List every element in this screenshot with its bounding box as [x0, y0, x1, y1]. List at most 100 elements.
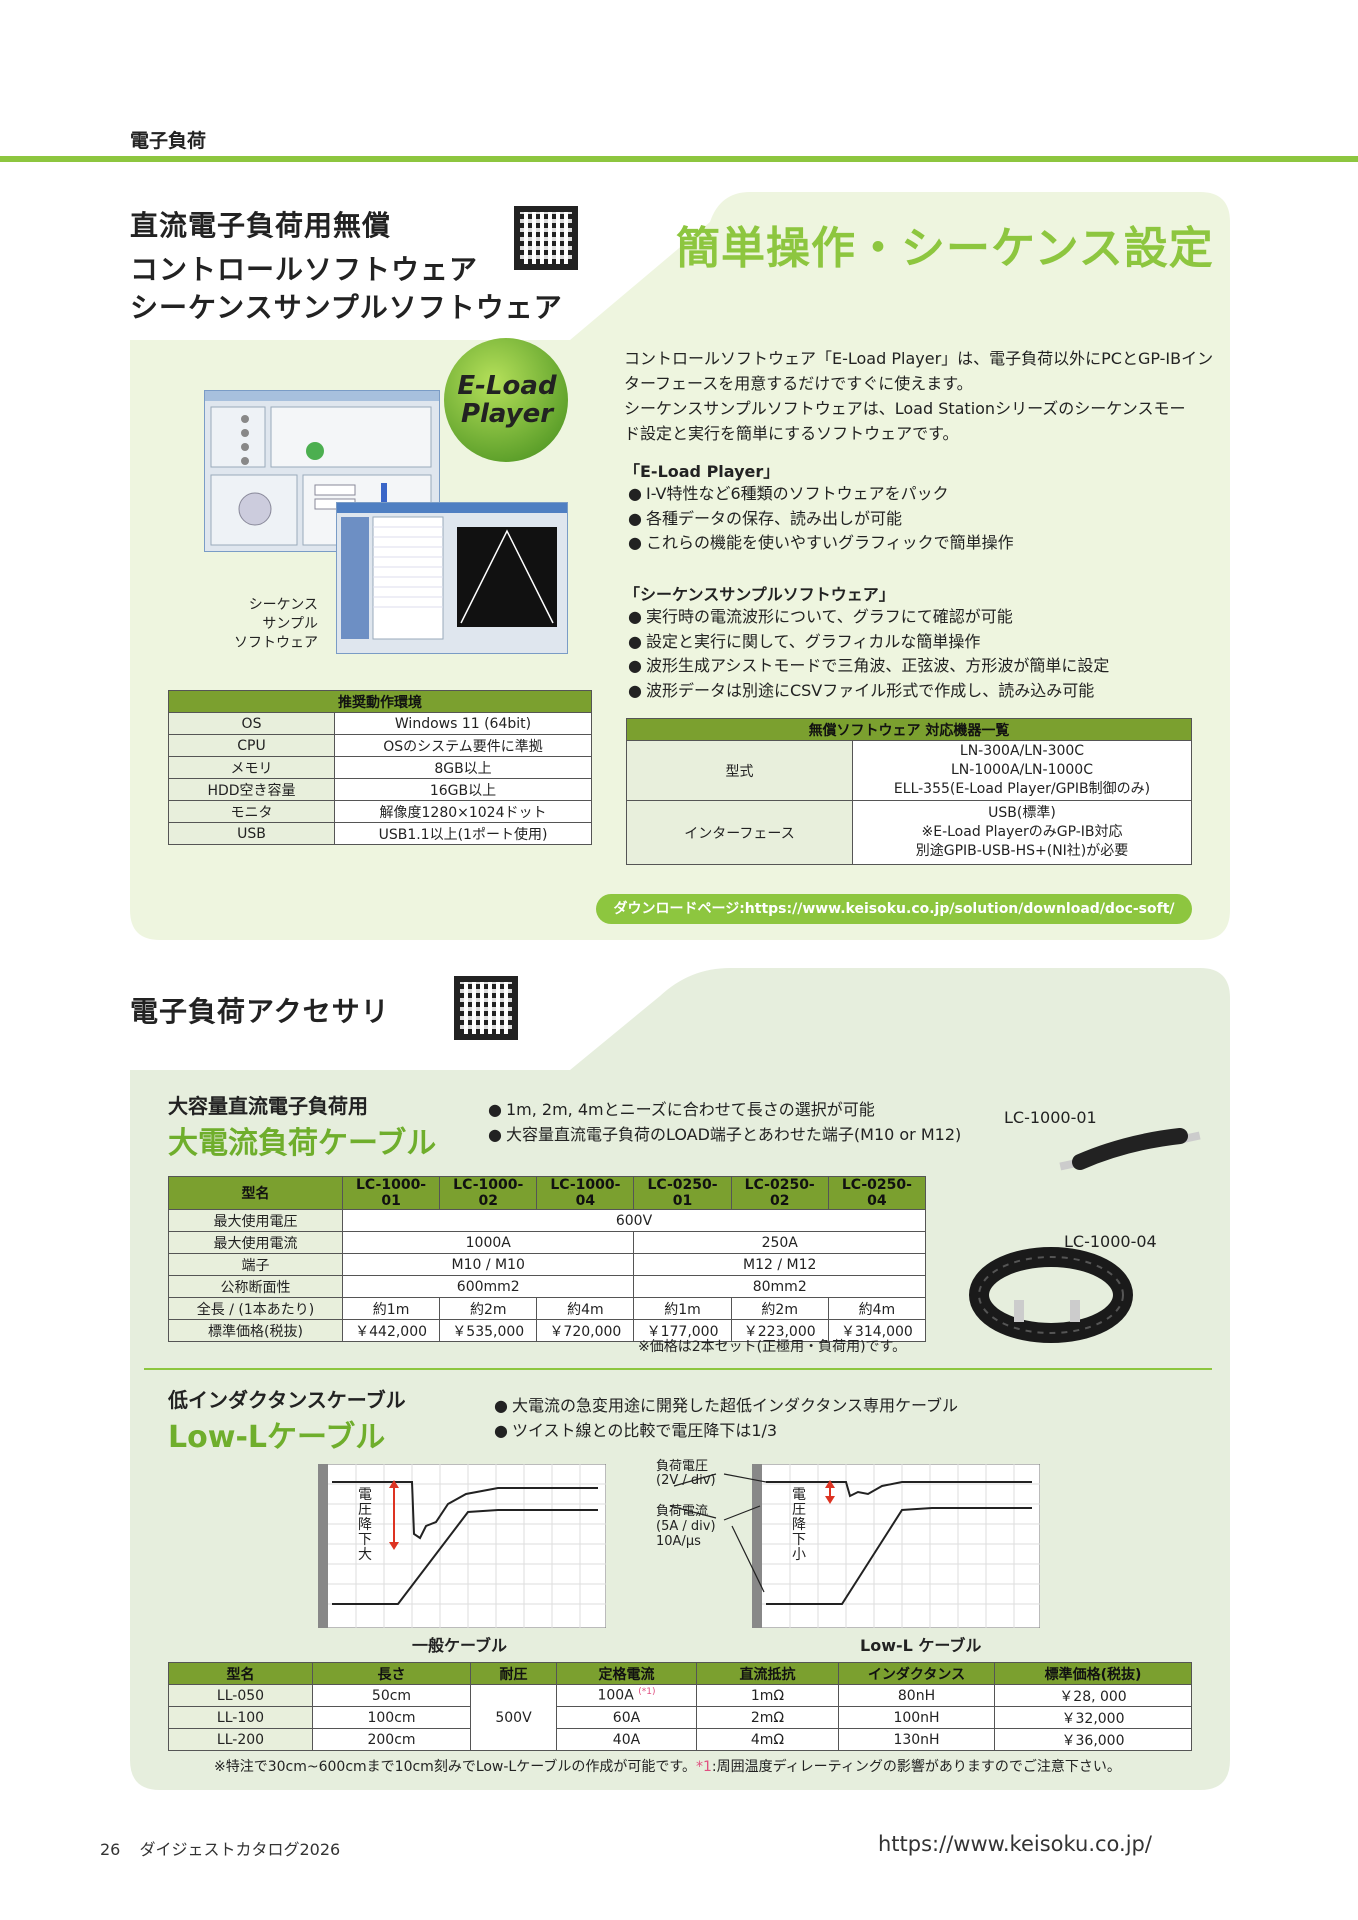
cable-lc-1000-01-image [1059, 1128, 1201, 1171]
eload-player-logo [444, 338, 568, 462]
vert-char: 電 [792, 1487, 806, 1503]
compat-line: USB(標準) [988, 805, 1056, 821]
intro-line: シーケンスサンプルソフトウェアは、Load Stationシリーズのシーケンスモ… [624, 399, 1186, 418]
lowl-col-header: 標準価格(税抜) [994, 1662, 1192, 1685]
lowl-col-header: 耐圧 [470, 1662, 557, 1685]
lowl-note-mark: *1 [696, 1759, 712, 1775]
cable-col-header: LC-0250-01 [633, 1176, 732, 1210]
footer-url[interactable]: https://www.keisoku.co.jp/ [878, 1832, 1152, 1856]
lowl-current-value: 100A [597, 1687, 634, 1704]
qr-code-accessory[interactable] [454, 976, 518, 1040]
cable-col-header: 型名 [168, 1176, 343, 1210]
cable-price: ￥223,000 [730, 1319, 829, 1342]
compat-line: ※E-Load PlayerのみGP-IB対応 [921, 824, 1123, 840]
lowl-model: LL-050 [168, 1684, 313, 1707]
cable-note: ※価格は2本セット(正極用・負荷用)です。 [638, 1339, 907, 1355]
cable-price: ￥177,000 [633, 1319, 732, 1342]
caption-line-3: ソフトウェア [234, 635, 318, 651]
sequence-screenshot [336, 502, 568, 654]
lowl-inductance: 130nH [838, 1728, 995, 1751]
lowl-note-tail: :周囲温度ディレーティングの影響がありますのでご注意下さい。 [711, 1759, 1121, 1775]
lowl-resistance: 4mΩ [696, 1728, 839, 1751]
caption-line-2: サンプル [262, 616, 318, 632]
env-label: メモリ [168, 756, 335, 779]
bullet-item: 設定と実行に関して、グラフィカルな簡単操作 [628, 630, 1109, 655]
env-value: 解像度1280×1024ドット [334, 800, 592, 823]
cable-row-label: 最大使用電圧 [168, 1209, 343, 1232]
env-label: モニタ [168, 800, 335, 823]
compat-table-header: 無償ソフトウェア 対応機器一覧 [626, 718, 1192, 741]
intro-line: ターフェースを用意するだけですぐに使えます。 [624, 374, 973, 393]
lowl-inductance: 80nH [838, 1684, 995, 1707]
vert-char: 降 [792, 1517, 806, 1533]
compat-line: LN-300A/LN-300C [959, 743, 1085, 759]
lowl-note: ※特注で30cm~600cmまで10cm刻みでLow-Lケーブルの作成が可能です… [214, 1756, 1121, 1776]
vert-char: 圧 [792, 1502, 806, 1518]
lowl-voltage: 500V [470, 1684, 557, 1751]
logo-line-1: E-Load [457, 371, 557, 401]
graph-right-label: Low-L ケーブル [860, 1636, 982, 1655]
compat-table: 無償ソフトウェア 対応機器一覧 型式 LN-300A/LN-300C LN-10… [626, 718, 1192, 865]
vert-char: 下 [358, 1532, 372, 1548]
software-title-2: コントロールソフトウェア [130, 253, 479, 286]
graph-general-cable [318, 1464, 606, 1628]
cable-col-header: LC-0250-04 [827, 1176, 927, 1210]
lowl-resistance: 1mΩ [696, 1684, 839, 1707]
software-catch: 簡単操作・シーケンス設定 [676, 223, 1214, 274]
legend-line: 負荷電流 [656, 1504, 709, 1519]
lowl-inductance: 100nH [838, 1706, 995, 1729]
lowl-col-header: 長さ [312, 1662, 471, 1685]
lowl-length: 100cm [312, 1706, 471, 1729]
catalog-name: ダイジェストカタログ2026 [139, 1840, 341, 1859]
software-title-3: シーケンスサンプルソフトウェア [130, 291, 563, 324]
eload-bullets: I-V特性など6種類のソフトウェアをパック 各種データの保存、読み出しが可能 こ… [628, 482, 1014, 556]
cable-row-label: 公称断面性 [168, 1275, 343, 1298]
cable-row-label: 全長 / (1本あたり) [168, 1297, 343, 1320]
lowl-price: ￥32,000 [994, 1706, 1192, 1729]
bullet-item: 波形データは別途にCSVファイル形式で作成し、読み込み可能 [628, 679, 1109, 704]
env-label: HDD空き容量 [168, 778, 335, 801]
lowl-price: ￥28, 000 [994, 1684, 1192, 1707]
cable-current: 1000A [341, 1231, 635, 1254]
logo-line-2: Player [460, 399, 554, 429]
seq-heading: 「シーケンスサンプルソフトウェア」 [624, 585, 895, 604]
cable-col-header: LC-1000-01 [341, 1176, 441, 1210]
cable-length: 約2m [439, 1297, 538, 1320]
lowl-bullets: 大電流の急変用途に開発した超低インダクタンス専用ケーブル ツイスト線との比較で電… [494, 1394, 958, 1443]
legend-line: 10A/μs [656, 1534, 701, 1549]
cable-length: 約2m [730, 1297, 829, 1320]
lowl-current: 60A [556, 1706, 697, 1729]
env-label: USB [168, 822, 335, 845]
cable-current: 250A [633, 1231, 926, 1254]
cable-row-label: 標準価格(税抜) [168, 1319, 343, 1342]
vert-char: 大 [358, 1547, 372, 1563]
lowl-resistance: 2mΩ [696, 1706, 839, 1729]
graph-left-label: 一般ケーブル [412, 1636, 508, 1655]
env-value: Windows 11 (64bit) [334, 712, 592, 735]
cable-length: 約1m [341, 1297, 441, 1320]
sequence-ui-drawing [341, 516, 557, 640]
cable-img-label-1: LC-1000-01 [1004, 1108, 1097, 1127]
software-title-1: 直流電子負荷用無償 [130, 209, 392, 242]
cable-img-label-2: LC-1000-04 [1064, 1232, 1157, 1251]
graph-lowl-cable [752, 1464, 1040, 1628]
legend-current: 負荷電流 (5A / div) 10A/μs [656, 1504, 716, 1549]
lowl-table: 型名 長さ 耐圧 定格電流 直流抵抗 インダクタンス 標準価格(税抜) LL-0… [168, 1662, 1192, 1751]
qr-code-software[interactable] [514, 206, 578, 270]
lowl-price: ￥36,000 [994, 1728, 1192, 1751]
accessory-title: 電子負荷アクセサリ [130, 995, 390, 1028]
caption-line-1: シーケンス [248, 597, 318, 613]
bullet-item: 大電流の急変用途に開発した超低インダクタンス専用ケーブル [494, 1394, 958, 1419]
seq-bullets: 実行時の電流波形について、グラフにて確認が可能 設定と実行に関して、グラフィカル… [628, 605, 1109, 703]
cable-price: ￥442,000 [341, 1319, 441, 1342]
right-vertical-label: 電 圧 降 下 小 [792, 1488, 808, 1563]
env-table-header: 推奨動作環境 [168, 690, 592, 713]
cable-length: 約1m [633, 1297, 732, 1320]
vert-char: 下 [792, 1532, 806, 1548]
cable-row-label: 最大使用電流 [168, 1231, 343, 1254]
lowl-current: 100A (*1) [556, 1684, 697, 1707]
lowl-col-header: 定格電流 [556, 1662, 697, 1685]
download-link[interactable]: ダウンロードページ:https://www.keisoku.co.jp/solu… [596, 894, 1192, 924]
cable-terminal: M10 / M10 [341, 1253, 635, 1276]
